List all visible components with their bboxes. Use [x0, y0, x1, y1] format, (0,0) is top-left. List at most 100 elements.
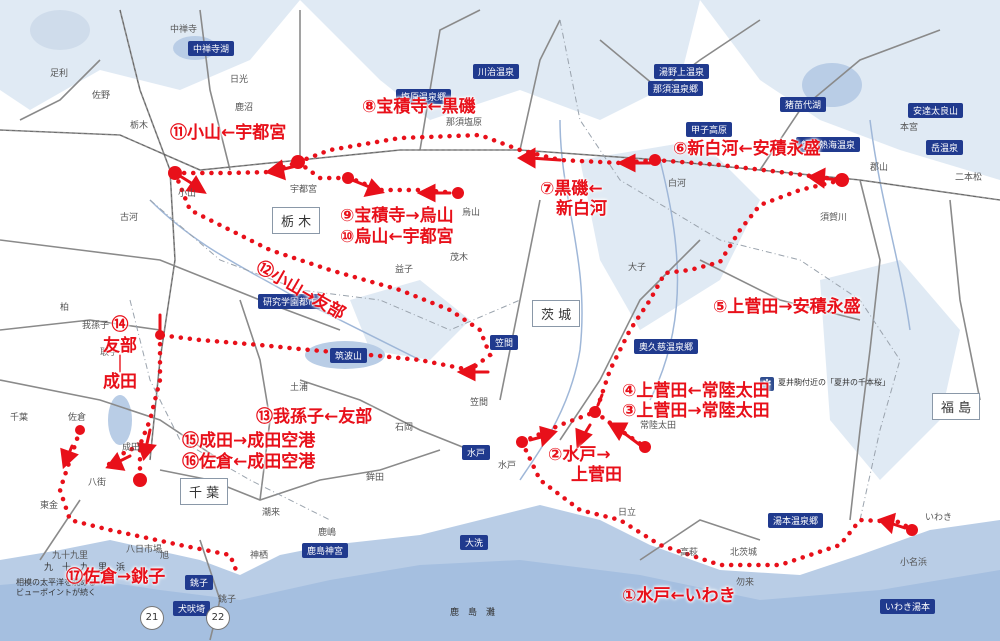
- place-kashiwa: 柏: [60, 303, 70, 313]
- route-label-11: ⑪小山←宇都宮: [170, 123, 287, 143]
- place-kasama: 笠間: [470, 398, 489, 408]
- place-kamisu: 神栖: [250, 551, 269, 561]
- plate-adatara: 安達太良山: [908, 103, 964, 118]
- place-sakura: 佐倉: [68, 413, 87, 423]
- place-toride: 取手: [100, 348, 119, 358]
- plate-kashi: 甲子高原: [686, 122, 733, 137]
- place-yachimata: 八街: [88, 478, 107, 488]
- note-natsui-sakura: 夏井駒付近の「夏井の千本桜」: [778, 378, 890, 387]
- place-itako: 潮来: [262, 508, 281, 518]
- place-takahagi: 高萩: [680, 548, 699, 558]
- place-mito: 水戸: [498, 461, 517, 471]
- place-sano: 佐野: [92, 91, 111, 101]
- prefecture-ibaraki: 茨 城: [532, 300, 581, 327]
- place-kujukuri: 九十九里: [52, 551, 89, 561]
- plate-dake: 岳温泉: [926, 140, 964, 155]
- plate-kasama: 笠間: [490, 335, 519, 350]
- place-daigo: 大子: [628, 263, 647, 273]
- route-label-02a: ②水戸→: [548, 445, 611, 465]
- route-label-02b: 上菅田: [571, 465, 622, 485]
- place-motomiya: 本宮: [900, 123, 919, 133]
- place-kitaibaraki: 北茨城: [730, 548, 758, 558]
- plate-yumoto: 湯本温泉郷: [768, 513, 824, 528]
- place-mashiko: 益子: [395, 265, 414, 275]
- place-chiba: 千葉: [10, 413, 29, 423]
- place-karasuyama: 烏山: [462, 208, 481, 218]
- note-viewpoint: 相模の太平洋を眺める ビューポイントが続く: [16, 578, 96, 598]
- place-nihonmatsu: 二本松: [955, 173, 983, 183]
- route-label-03: ③上菅田→常陸太田: [622, 401, 770, 421]
- route-label-13: ⑬我孫子←友部: [256, 407, 373, 427]
- place-tsuchiura: 土浦: [290, 383, 309, 393]
- place-tochigi: 栃木: [130, 121, 149, 131]
- place-utsunomiya: 宇都宮: [290, 185, 318, 195]
- place-onahama: 小名浜: [900, 558, 928, 568]
- route-label-15: ⑮成田→成田空港: [182, 431, 316, 451]
- prefecture-tochigi: 栃 木: [272, 207, 321, 234]
- route-label-08: ⑧宝積寺←黒磯: [362, 97, 476, 117]
- plate-yunokami: 湯野上温泉: [654, 64, 710, 79]
- place-iwaki: いわき: [925, 513, 953, 523]
- route-label-01: ①水戸←いわき: [622, 586, 736, 606]
- route-label-14-from: 友部: [103, 336, 137, 356]
- plate-choshi: 銚子: [185, 575, 214, 590]
- place-ishioka: 石岡: [395, 423, 414, 433]
- plate-shiobara: 塩原温泉郷: [396, 89, 452, 104]
- place-abiko: 我孫子: [82, 321, 110, 331]
- route-label-16: ⑯佐倉←成田空港: [182, 452, 316, 472]
- page-number-21: 21: [140, 606, 164, 630]
- plate-mito: 水戸: [462, 445, 491, 460]
- place-motegi: 茂木: [450, 253, 469, 263]
- plate-kenkyu-gakuen: 研究学園都市: [258, 294, 323, 309]
- place-nikko: 日光: [230, 75, 249, 85]
- place-hitachi: 日立: [618, 508, 637, 518]
- route-label-14-num: ⑭: [111, 315, 129, 335]
- route-label-10: ⑩烏山←宇都宮: [340, 227, 454, 247]
- plate-nasu: 那須温泉郷: [648, 81, 704, 96]
- plate-bandai-atami: 磐梯熱海温泉: [796, 137, 861, 152]
- place-shirakawa: 白河: [668, 179, 687, 189]
- route-label-14-to: 成田: [103, 372, 137, 392]
- place-ashikaga: 足利: [50, 69, 69, 79]
- plate-oarai: 大洗: [460, 535, 489, 550]
- place-sukagawa: 須賀川: [820, 213, 848, 223]
- place-choshi: 銚子: [218, 595, 237, 605]
- sea-kashimanada: 鹿 島 灘: [450, 608, 496, 618]
- snowflake-icon: ✻: [760, 377, 774, 391]
- place-chuzenji: 中禅寺: [170, 25, 198, 35]
- place-koriyama: 郡山: [870, 163, 889, 173]
- place-koga: 古河: [120, 213, 139, 223]
- place-kanuma: 鹿沼: [235, 103, 254, 113]
- route-label-05: ⑤上菅田→安積永盛: [713, 297, 861, 317]
- plate-okukuji: 奥久慈温泉郷: [634, 339, 699, 354]
- prefecture-fukushima: 福 島: [932, 393, 981, 420]
- route-label-07a: ⑦黒磯←: [540, 179, 603, 199]
- sea-kujukurihama: 九 十 九 里 浜: [44, 563, 126, 573]
- place-nasushiobara: 那須塩原: [446, 118, 483, 128]
- place-asahi: 旭: [160, 551, 170, 561]
- place-togane: 東金: [40, 501, 59, 511]
- route-label-07b: 新白河: [556, 199, 607, 219]
- route-label-14-sep: ｜: [111, 355, 129, 375]
- place-hitachiota: 常陸太田: [640, 421, 677, 431]
- page-number-22: 22: [206, 606, 230, 630]
- place-hokota: 鉾田: [366, 473, 385, 483]
- plate-chuzenji: 中禅寺湖: [188, 41, 235, 56]
- place-yokaichiba: 八日市場: [126, 545, 163, 555]
- place-narita: 成田: [122, 443, 141, 453]
- plate-iwaki-yumoto: いわき湯本: [880, 599, 936, 614]
- plate-inawashiro: 猪苗代湖: [780, 97, 827, 112]
- place-nakoso: 勿来: [736, 578, 755, 588]
- prefecture-chiba: 千 葉: [180, 478, 229, 505]
- route-label-09: ⑨宝積寺→烏山: [340, 206, 454, 226]
- route-label-06: ⑥新白河←安積永盛: [673, 139, 821, 159]
- plate-kashima: 鹿島神宮: [302, 543, 349, 558]
- route-label-17: ⑰佐倉→銚子: [66, 567, 166, 587]
- plate-inubozaki: 犬吠埼: [173, 601, 211, 616]
- plate-kawaji: 川治温泉: [473, 64, 520, 79]
- route-label-04: ④上菅田←常陸太田: [622, 381, 770, 401]
- place-kashima: 鹿嶋: [318, 528, 337, 538]
- place-oyama: 小山: [178, 189, 197, 199]
